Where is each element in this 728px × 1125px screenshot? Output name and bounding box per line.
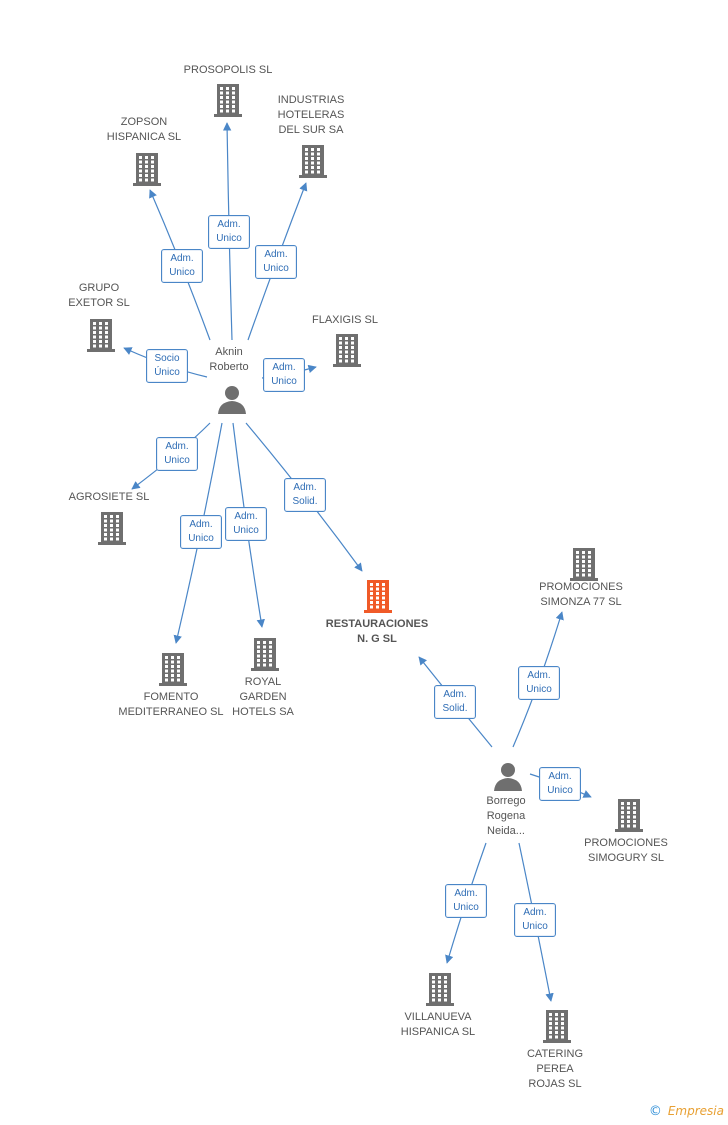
building-icon-shape bbox=[333, 334, 361, 367]
building-icon[interactable] bbox=[158, 652, 188, 691]
node-label-simogury: PROMOCIONES SIMOGURY SL bbox=[584, 837, 668, 864]
building-icon[interactable] bbox=[425, 972, 455, 1011]
building-icon[interactable] bbox=[569, 547, 599, 586]
brand-name: Empresia bbox=[667, 1104, 724, 1118]
node-label-restauraciones: RESTAURACIONES N. G SL bbox=[325, 618, 429, 645]
building-icon[interactable] bbox=[250, 637, 280, 676]
node-label-villanueva: VILLANUEVA HISPANICA SL bbox=[400, 1011, 476, 1038]
role-badge-borrego-restauraciones[interactable]: Adm. Solid. bbox=[434, 685, 476, 719]
node-label-industrias: INDUSTRIAS HOTELERAS DEL SUR SA bbox=[277, 94, 345, 136]
node-label-flaxigis: FLAXIGIS SL bbox=[311, 314, 379, 326]
building-icon-shape bbox=[426, 973, 454, 1006]
building-icon-shape bbox=[570, 548, 598, 581]
building-icon[interactable] bbox=[86, 318, 116, 357]
role-badge-aknin-restauraciones[interactable]: Adm. Solid. bbox=[284, 478, 326, 512]
node-label-aknin: Aknin Roberto bbox=[209, 346, 249, 373]
role-badge-borrego-catering[interactable]: Adm. Unico bbox=[514, 903, 556, 937]
building-icon-shape bbox=[87, 319, 115, 352]
role-badge-borrego-simonza[interactable]: Adm. Unico bbox=[518, 666, 560, 700]
building-icon[interactable] bbox=[614, 798, 644, 837]
building-icon-shape bbox=[615, 799, 643, 832]
building-icon-shape bbox=[251, 638, 279, 671]
role-badge-aknin-zopson[interactable]: Adm. Unico bbox=[161, 249, 203, 283]
footer-brand: © Empresia bbox=[649, 1104, 724, 1119]
building-icon[interactable] bbox=[332, 333, 362, 372]
building-icon-shape bbox=[364, 580, 392, 613]
role-badge-aknin-grupo[interactable]: Socio Único bbox=[146, 349, 188, 383]
role-badge-borrego-villanueva[interactable]: Adm. Unico bbox=[445, 884, 487, 918]
node-label-prosopolis: PROSOPOLIS SL bbox=[183, 64, 273, 76]
building-icon[interactable] bbox=[97, 511, 127, 550]
node-label-fomento: FOMENTO MEDITERRANEO SL bbox=[118, 691, 224, 718]
node-label-grupo: GRUPO EXETOR SL bbox=[68, 282, 130, 309]
role-badge-aknin-flaxigis[interactable]: Adm. Unico bbox=[263, 358, 305, 392]
node-label-catering: CATERING PEREA ROJAS SL bbox=[526, 1048, 584, 1090]
role-badge-aknin-royal[interactable]: Adm. Unico bbox=[225, 507, 267, 541]
role-badge-aknin-prosopolis[interactable]: Adm. Unico bbox=[208, 215, 250, 249]
node-label-agrosiete: AGROSIETE SL bbox=[68, 491, 150, 503]
building-icon-shape bbox=[543, 1010, 571, 1043]
person-icon-shape bbox=[494, 763, 522, 791]
building-icon[interactable] bbox=[363, 579, 393, 618]
node-label-zopson: ZOPSON HISPANICA SL bbox=[106, 116, 182, 143]
building-icon-shape bbox=[299, 145, 327, 178]
node-label-borrego: Borrego Rogena Neida... bbox=[486, 795, 526, 837]
person-icon[interactable] bbox=[493, 762, 523, 797]
building-icon-shape bbox=[214, 84, 242, 117]
role-badge-aknin-industrias[interactable]: Adm. Unico bbox=[255, 245, 297, 279]
building-icon[interactable] bbox=[298, 144, 328, 183]
person-icon-shape bbox=[218, 386, 246, 414]
node-label-royal: ROYAL GARDEN HOTELS SA bbox=[232, 676, 294, 718]
role-badge-aknin-fomento[interactable]: Adm. Unico bbox=[180, 515, 222, 549]
role-badge-aknin-agrosiete[interactable]: Adm. Unico bbox=[156, 437, 198, 471]
building-icon[interactable] bbox=[132, 152, 162, 191]
building-icon-shape bbox=[159, 653, 187, 686]
building-icon[interactable] bbox=[213, 83, 243, 122]
node-label-simonza: PROMOCIONES SIMONZA 77 SL bbox=[539, 581, 623, 608]
person-icon[interactable] bbox=[217, 385, 247, 420]
building-icon[interactable] bbox=[542, 1009, 572, 1048]
role-badge-borrego-simogury[interactable]: Adm. Unico bbox=[539, 767, 581, 801]
building-icon-shape bbox=[98, 512, 126, 545]
copyright-symbol: © bbox=[648, 1104, 662, 1119]
building-icon-shape bbox=[133, 153, 161, 186]
